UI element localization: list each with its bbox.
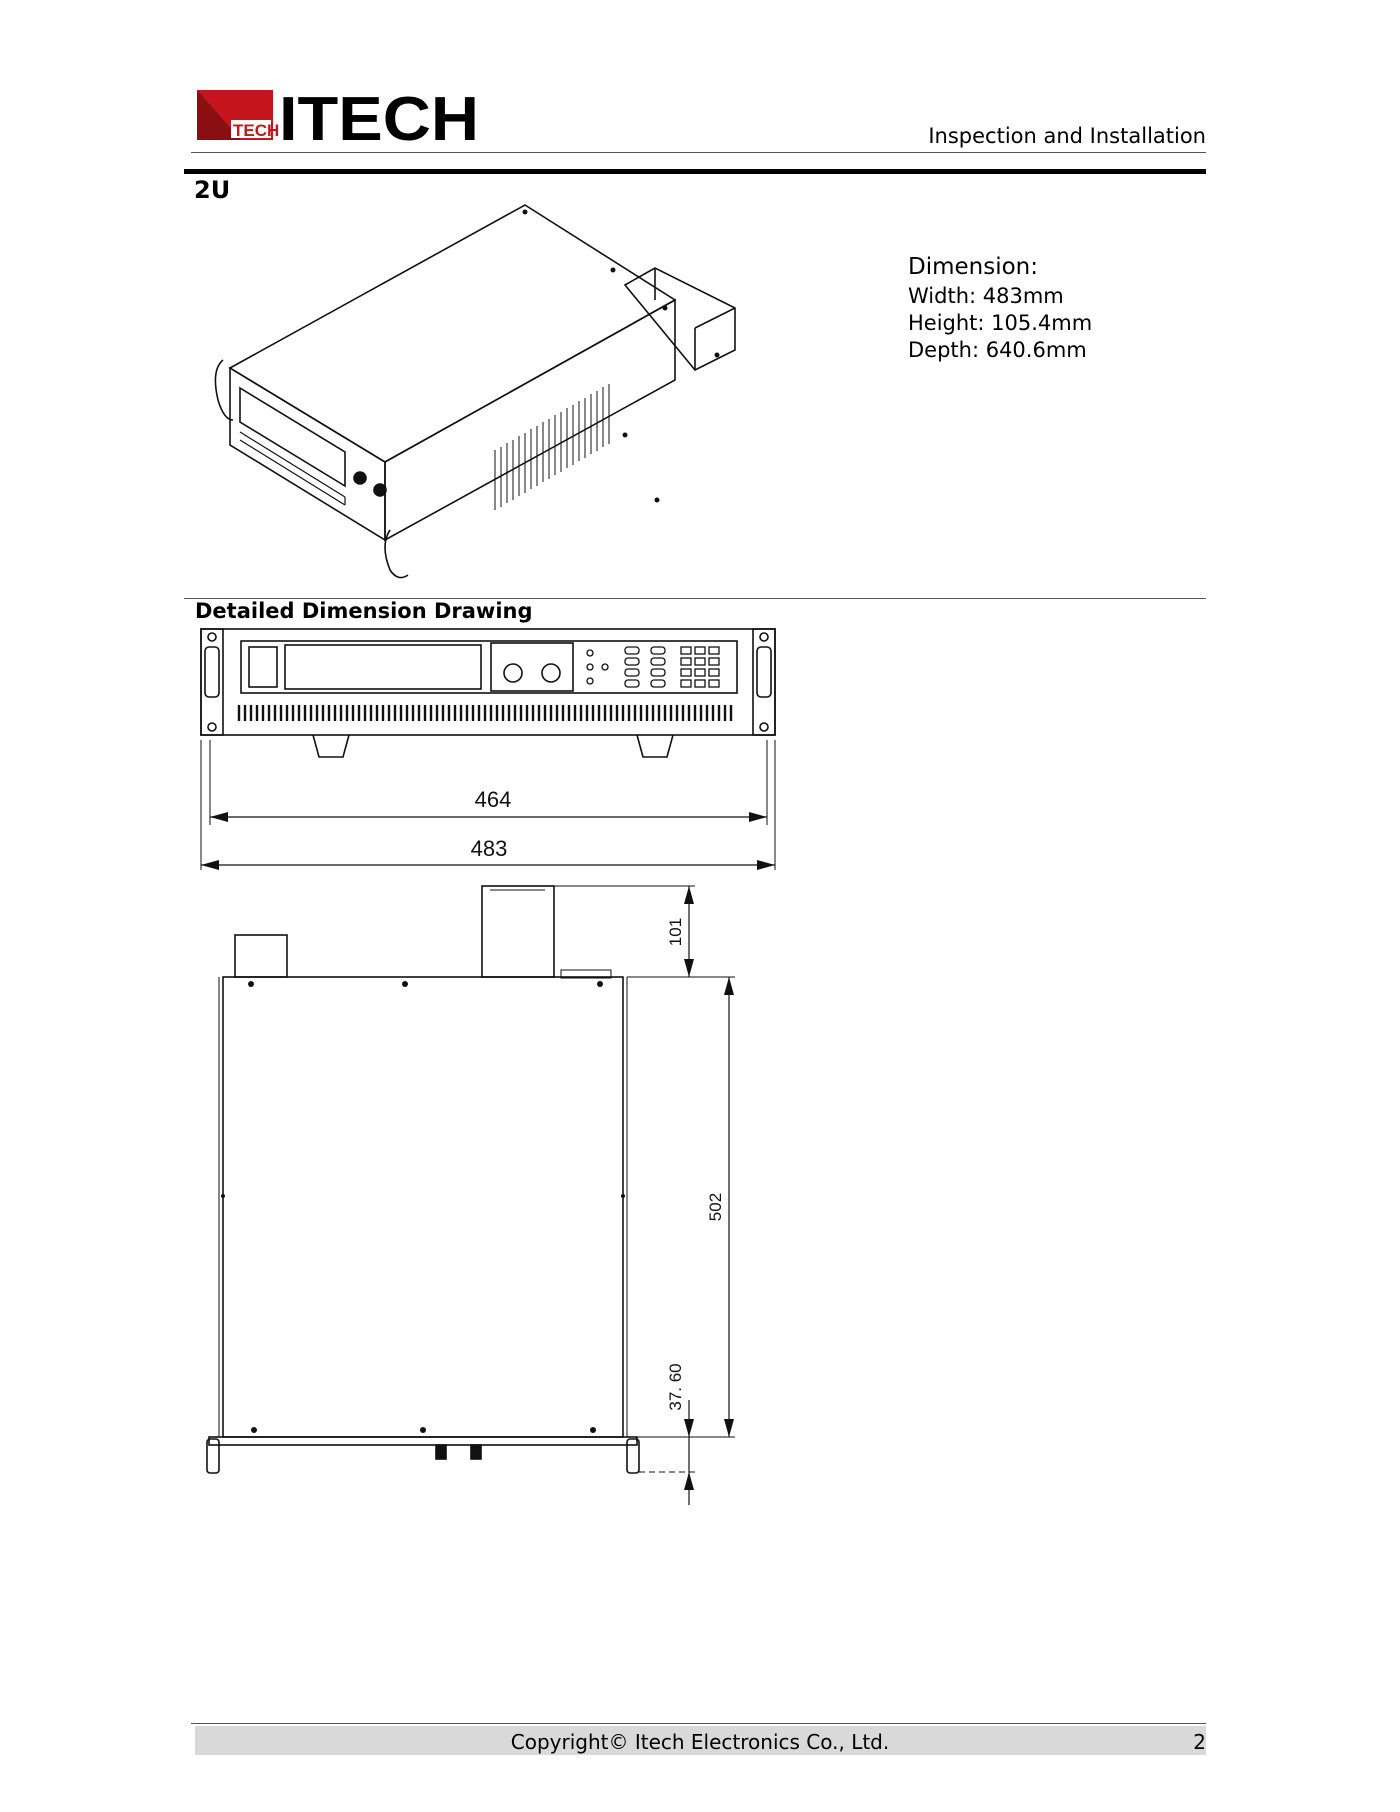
footer-rule (191, 1723, 1206, 1724)
iso-handle-right (384, 529, 409, 579)
front-keypad (586, 646, 720, 688)
top-knob-1 (435, 1444, 447, 1460)
logo-small-text: TECH (233, 121, 279, 140)
iso-side-face (384, 298, 676, 542)
front-knob-2 (541, 663, 561, 683)
top-front-panel (208, 1436, 638, 1446)
front-display (284, 644, 482, 690)
top-knob-2 (470, 1444, 482, 1460)
front-foot-right (636, 734, 674, 758)
header-rule-thick (184, 169, 1206, 174)
dimension-width: Width: 483mm (908, 284, 1064, 308)
isometric-view-drawing (214, 204, 736, 579)
iso-knob-right (373, 483, 387, 497)
model-title: 2U (194, 176, 231, 204)
top-handle-right (626, 1438, 640, 1474)
dimension-height: Height: 105.4mm (908, 311, 1093, 335)
header-rule (191, 152, 1206, 153)
iso-front-face (229, 366, 386, 542)
top-view-drawing: 101 502 37. 60 (206, 885, 735, 1505)
front-view-drawing: 464 483 (200, 628, 776, 870)
iso-side-vents (494, 384, 610, 510)
dim-label-37-60: 37. 60 (666, 1363, 685, 1410)
itech-logo: TECH ITECH (197, 86, 479, 144)
front-foot-left (312, 734, 350, 758)
dim-label-101: 101 (666, 918, 685, 946)
detail-drawing-title: Detailed Dimension Drawing (195, 599, 533, 623)
front-knob-1 (503, 663, 523, 683)
front-handle-left (204, 646, 220, 698)
dimension-depth: Depth: 640.6mm (908, 338, 1087, 362)
logo-main-text: ITECH (279, 86, 479, 144)
front-knob-area (490, 642, 574, 692)
front-power-switch (248, 646, 278, 688)
iso-knob-left (353, 471, 367, 485)
dim-label-502: 502 (706, 1193, 725, 1221)
section-divider (184, 598, 1206, 599)
top-handle-left (206, 1438, 220, 1474)
page-number: 2 (1193, 1730, 1206, 1754)
iso-rear-box (623, 267, 736, 372)
footer-copyright: Copyright© Itech Electronics Co., Ltd. (510, 1730, 890, 1754)
section-label: Inspection and Installation (928, 124, 1206, 148)
iso-front-vents (239, 431, 346, 506)
front-vents (237, 705, 733, 721)
dimension-spec: Dimension: Width: 483mm Height: 105.4mm … (908, 254, 1092, 364)
top-body-outline (222, 976, 624, 1438)
front-handle-right (756, 646, 772, 698)
dim-label-483: 483 (471, 836, 508, 861)
dim-label-464: 464 (475, 787, 512, 812)
dimension-heading: Dimension: (908, 254, 1039, 280)
footer-bar (195, 1726, 1206, 1755)
front-control-area (240, 640, 738, 694)
rear-connector-left (234, 934, 288, 978)
logo-shade (197, 90, 241, 140)
rear-fan-housing (481, 885, 555, 978)
iso-handle-left (214, 359, 234, 421)
